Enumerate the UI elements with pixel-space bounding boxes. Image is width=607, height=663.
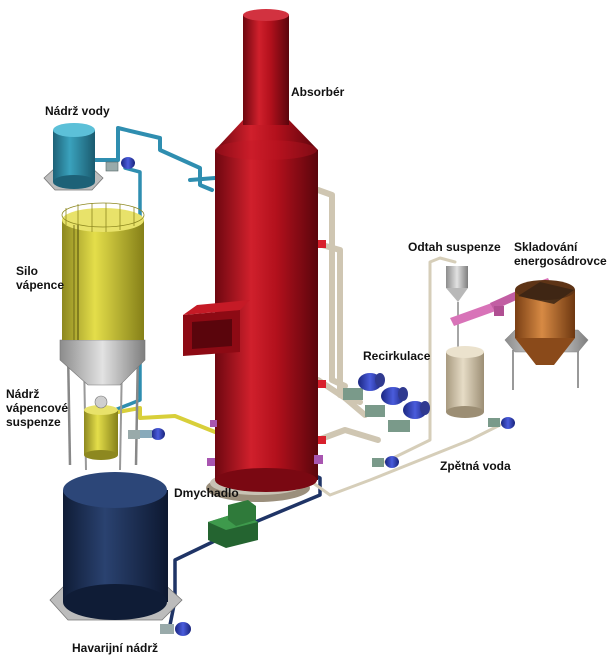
label-blower: Dmychadlo	[174, 486, 239, 500]
gypsum-storage	[504, 280, 589, 390]
water-tank	[43, 123, 104, 191]
filtrate-tank	[446, 346, 484, 418]
label-return-water: Zpětná voda	[440, 459, 511, 473]
hydrocyclone	[446, 266, 468, 350]
emergency-tank	[49, 472, 183, 621]
water-pipe	[93, 126, 214, 192]
recirc-pipe-4	[315, 427, 381, 443]
label-absorber: Absorbér	[291, 85, 345, 99]
recirculation-pumps	[343, 373, 430, 432]
recirc-pipe-2	[319, 242, 363, 405]
recirc-pump-2	[365, 387, 408, 417]
recirc-pump-1	[343, 373, 385, 400]
lime-silo	[59, 202, 146, 471]
label-gypsum-storage-1: Skladování	[514, 240, 578, 254]
label-slurry-tank-2: vápencové	[6, 401, 68, 415]
water-pump	[105, 157, 135, 172]
label-lime-silo-2: vápence	[16, 278, 64, 292]
label-slurry-tank-3: suspenze	[6, 415, 61, 429]
blower	[208, 500, 258, 548]
return-water-pump	[372, 456, 399, 468]
label-gypsum-storage-2: energosádrovce	[514, 254, 607, 268]
emergency-pump	[160, 622, 191, 636]
removal-pipe	[383, 256, 457, 464]
label-emergency-tank: Havarijní nádrž	[72, 641, 158, 655]
labels: Absorbér Nádrž vody Silo vápence Nádrž v…	[6, 85, 607, 655]
slurry-pipe	[116, 406, 217, 434]
slurry-tank	[84, 395, 118, 460]
removal-pump	[488, 417, 515, 429]
absorber	[183, 9, 326, 502]
water-pipe-absorber	[188, 176, 217, 182]
label-slurry-removal: Odtah suspenze	[408, 240, 501, 254]
label-lime-silo-1: Silo	[16, 264, 38, 278]
slurry-pump	[128, 428, 165, 440]
recirc-pump-3	[388, 401, 430, 432]
label-recirculation: Recirkulace	[363, 349, 431, 363]
label-slurry-tank-1: Nádrž	[6, 387, 39, 401]
label-water-tank: Nádrž vody	[45, 104, 110, 118]
